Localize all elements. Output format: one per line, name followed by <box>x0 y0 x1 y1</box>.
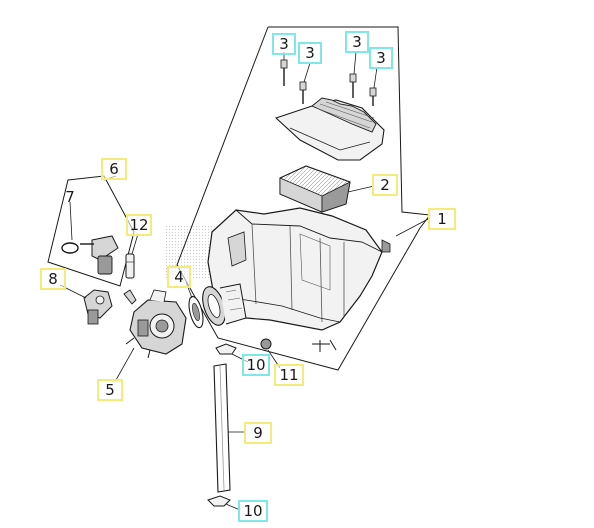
throttle-body <box>125 289 187 359</box>
callout-part-3-a[interactable]: 3 <box>272 33 296 55</box>
hose-clip-lower <box>207 495 231 507</box>
callout-part-3-c[interactable]: 3 <box>345 31 369 53</box>
callout-part-2[interactable]: 2 <box>372 174 398 196</box>
intake-boot <box>202 283 247 326</box>
callout-part-9[interactable]: 9 <box>244 422 272 444</box>
callout-part-1[interactable]: 1 <box>428 208 456 230</box>
callout-part-8[interactable]: 8 <box>40 268 66 290</box>
screw-3c <box>349 73 357 98</box>
drain-plug <box>260 338 272 350</box>
callout-part-5[interactable]: 5 <box>97 379 123 401</box>
callout-part-11[interactable]: 11 <box>274 364 304 386</box>
callout-part-12[interactable]: 12 <box>126 214 152 236</box>
sensor-bolt <box>125 253 135 279</box>
callout-part-7[interactable]: 7 <box>65 188 75 206</box>
callout-part-10-lower[interactable]: 10 <box>238 500 268 522</box>
airbox-cover <box>274 97 385 161</box>
screw-3a <box>280 59 288 86</box>
callout-part-4[interactable]: 4 <box>167 266 191 288</box>
screw-3d <box>369 87 377 106</box>
o-ring <box>61 242 79 254</box>
callout-part-6[interactable]: 6 <box>101 158 127 180</box>
air-filter-element <box>279 165 351 213</box>
bracket-pin <box>123 289 137 305</box>
callout-part-3-b[interactable]: 3 <box>298 42 322 64</box>
callout-part-3-d[interactable]: 3 <box>369 47 393 69</box>
drain-hose <box>213 363 231 493</box>
airbox-group-outline <box>176 26 431 371</box>
hose-clip-upper <box>215 343 237 355</box>
gasket-ring <box>188 295 204 329</box>
intake-sensor <box>80 235 119 275</box>
idle-valve <box>83 289 113 325</box>
callout-part-10-upper[interactable]: 10 <box>242 354 270 376</box>
airbox-housing <box>207 207 391 352</box>
screw-3b <box>299 81 307 104</box>
